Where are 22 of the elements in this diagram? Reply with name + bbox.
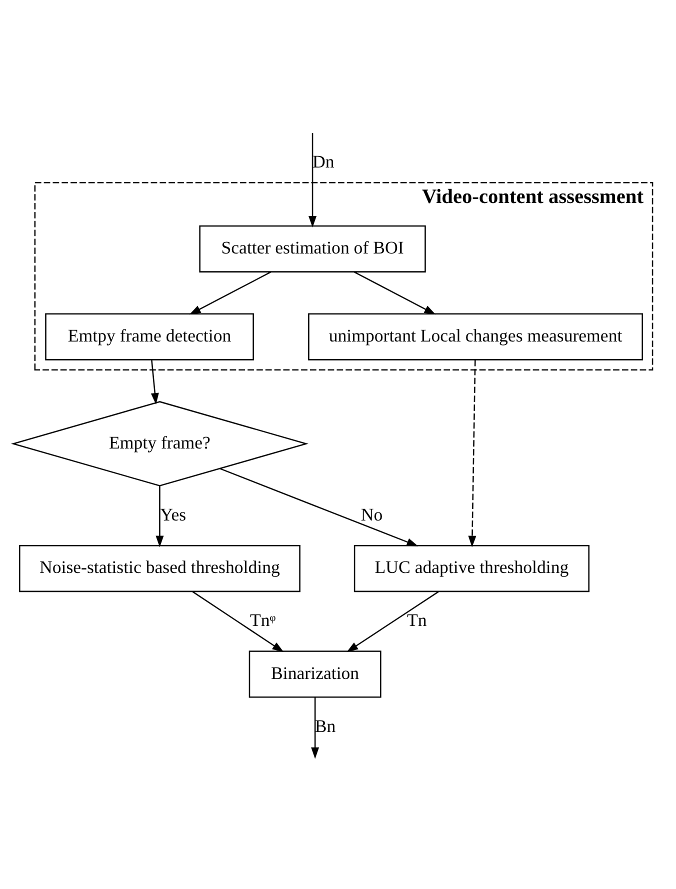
arrow [468, 360, 476, 547]
arrow [346, 590, 439, 652]
arrow [192, 590, 284, 652]
arrow [189, 270, 272, 314]
arrow [311, 696, 320, 758]
edge-label: Tn [407, 610, 427, 630]
node-diamond: Empty frame? [10, 400, 308, 486]
arrow [308, 132, 317, 228]
edge-label: Bn [314, 715, 336, 736]
node-box: Noise-statistic based thresholding [19, 544, 300, 592]
arrow [220, 467, 418, 546]
node-box: Scatter estimation of BOI [199, 224, 426, 272]
arrow [150, 360, 159, 404]
arrow [354, 270, 436, 314]
node-box: Binarization [248, 650, 382, 698]
node-box: LUC adaptive thresholding [354, 544, 590, 592]
edge-label: Dn [312, 151, 334, 172]
edge-label: Tnᵠ [250, 610, 276, 630]
node-box: unimportant Local changes measurement [308, 312, 643, 360]
node-box: Emtpy frame detection [45, 312, 254, 360]
edge-label: No [360, 504, 383, 524]
arrow [156, 486, 164, 547]
